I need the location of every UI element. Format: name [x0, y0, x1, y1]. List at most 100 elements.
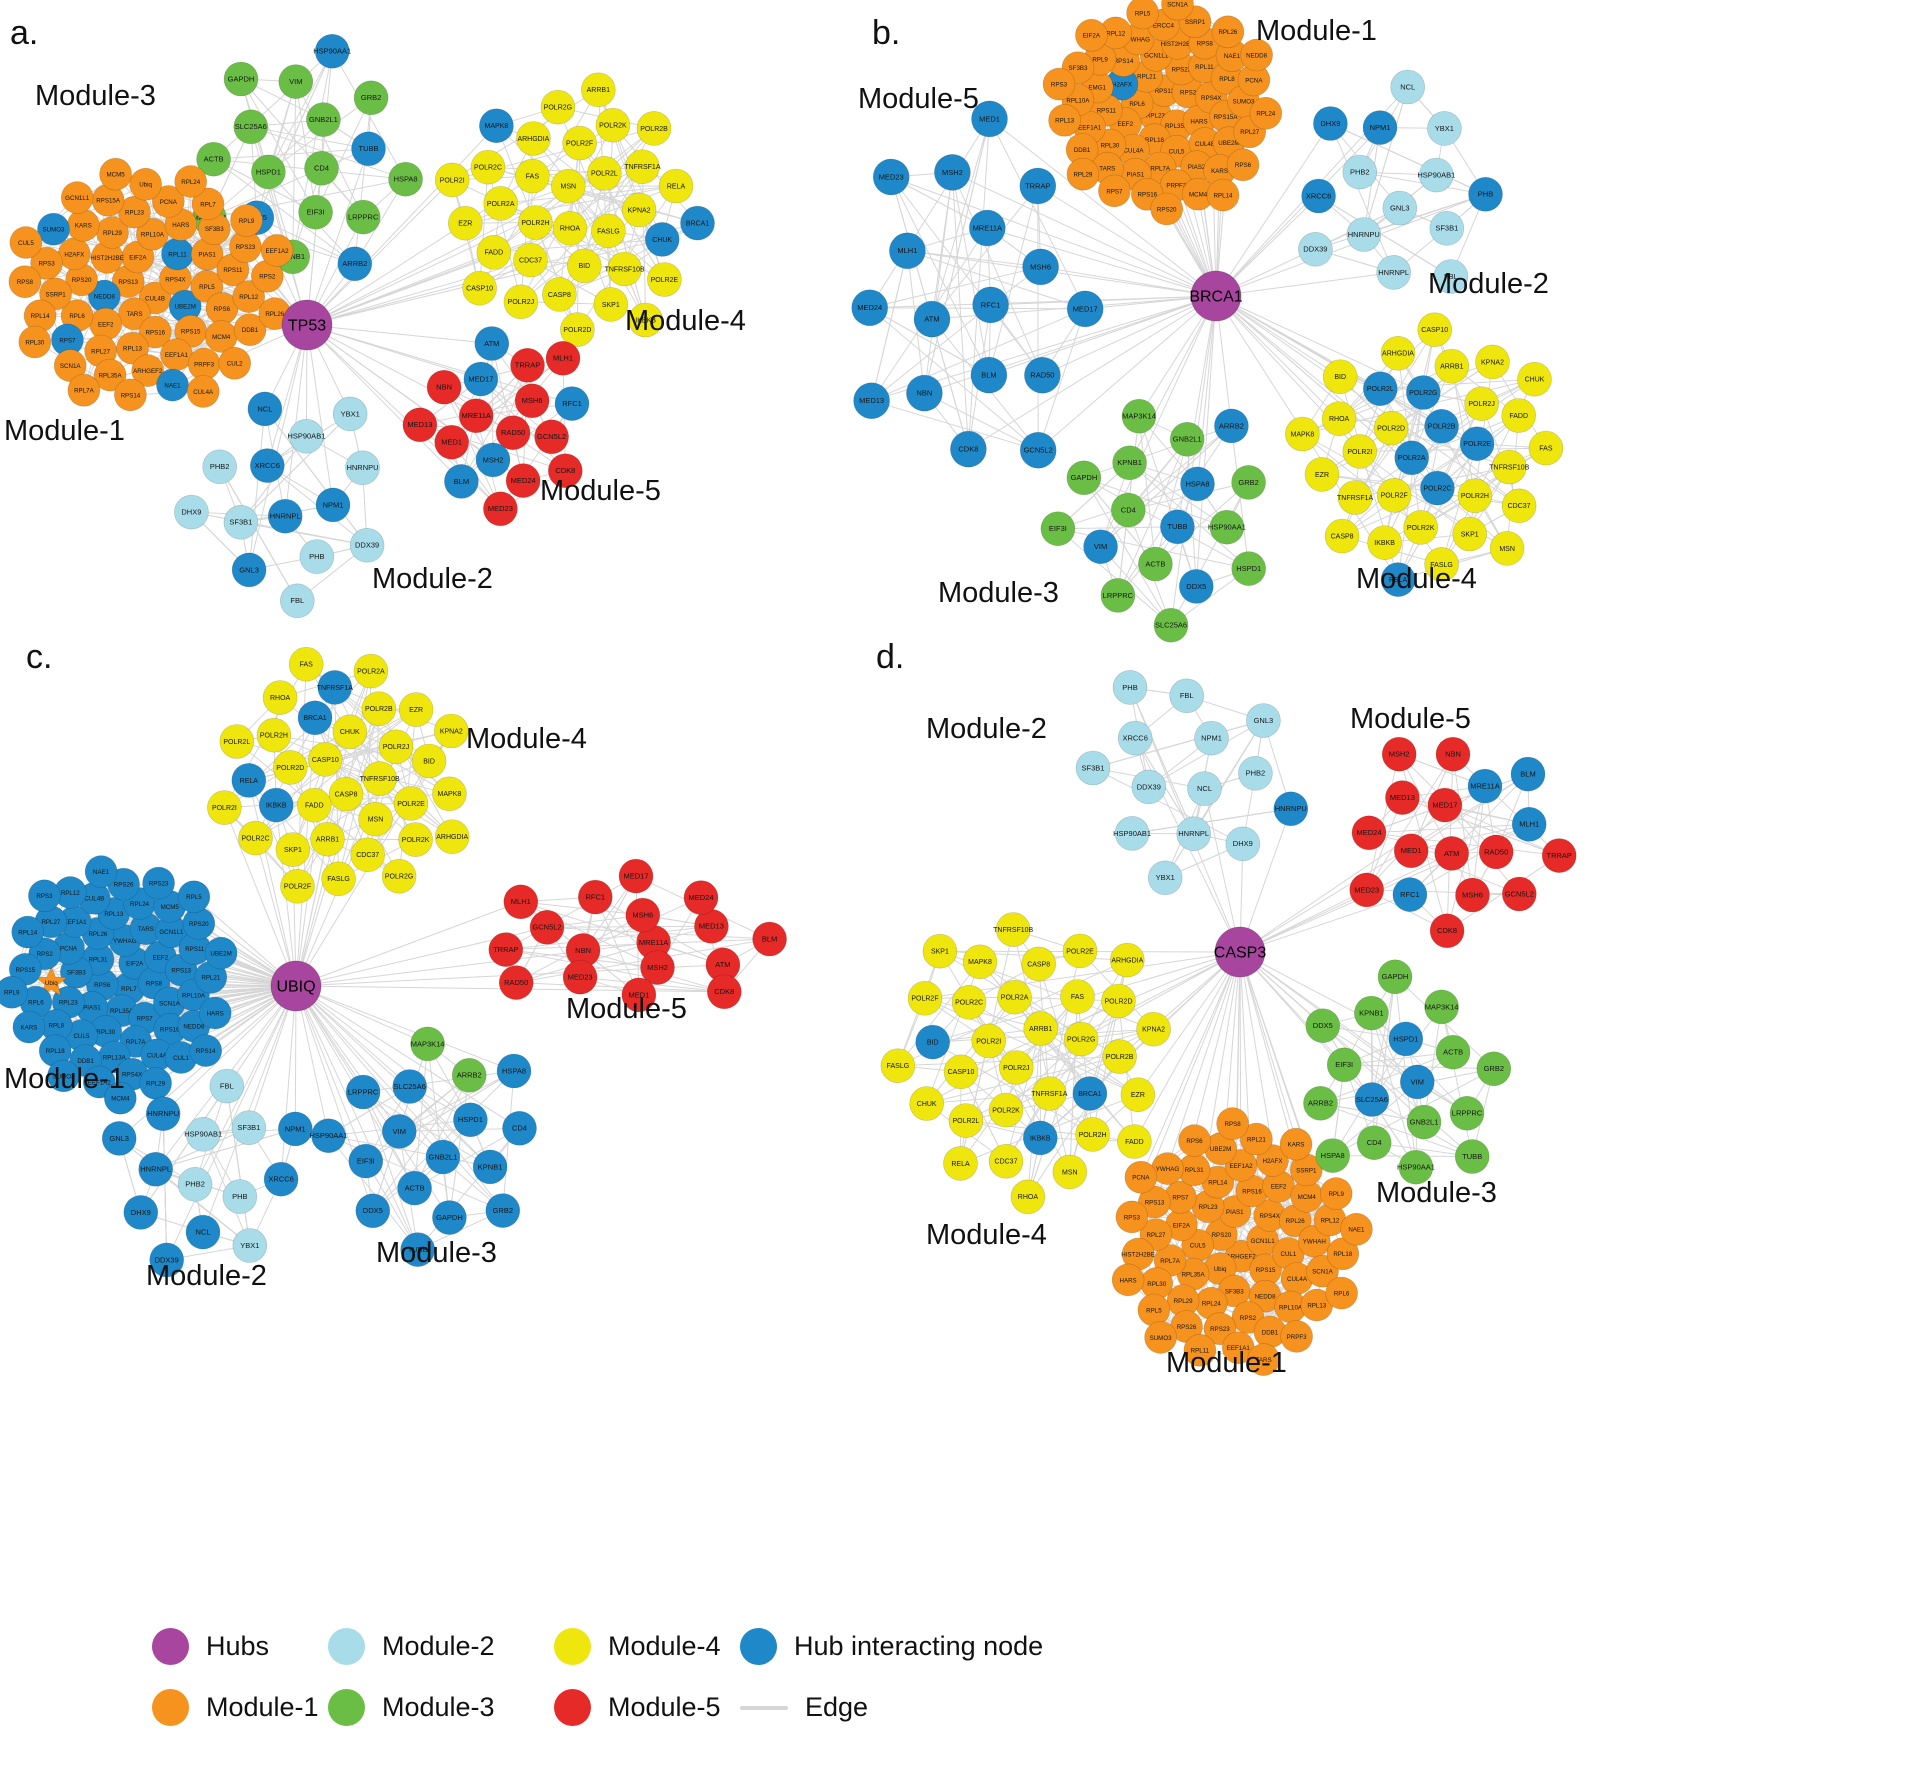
node-label: RPL21: [1247, 1137, 1266, 1144]
node-label: CUL4B: [145, 295, 165, 302]
edge: [213, 158, 356, 265]
node-RPL7: [191, 187, 225, 221]
node-label: RPS4X: [122, 1072, 142, 1079]
node-KPNA2: [621, 192, 657, 228]
nodes-layer: CD4HSPD1GNB2L1EIF3ISLC25A6TUBBDDX5VIMLRP…: [8, 33, 715, 619]
legend: Hubs Module-2 Module-4 Hub interacting n…: [152, 1628, 1160, 1726]
legend-item-module-5: Module-5: [554, 1689, 740, 1726]
edge: [1100, 546, 1172, 626]
node-label: VIM: [393, 1127, 406, 1136]
node-GCN5L2: [534, 419, 569, 455]
edge: [443, 386, 501, 510]
hub-edge: [306, 324, 462, 482]
node-MAPK8: [479, 108, 514, 143]
node-label: POLR2J: [1003, 1065, 1029, 1072]
node-label: EEF1A2: [1229, 1163, 1253, 1170]
node-label: SUMO3: [1150, 1335, 1173, 1342]
edge: [256, 51, 333, 218]
node-label: CASP10: [312, 757, 339, 764]
node-label: GNL3: [1390, 203, 1410, 212]
node-RPL35A: [93, 358, 127, 392]
node-label: KPNB1: [1117, 458, 1142, 467]
hub-label-BRCA1: BRCA1: [1189, 289, 1242, 306]
node-label: ARRB2: [342, 259, 367, 268]
module-label-module-3: Module-3: [1376, 1177, 1497, 1209]
node-GAPDH: [223, 61, 259, 97]
node-TRRAP: [1019, 167, 1057, 205]
node-label: CUL5: [74, 1033, 90, 1040]
node-label: RPL7A: [126, 1039, 146, 1046]
node-label: RPL9: [239, 218, 255, 225]
node-label: EZR: [458, 221, 472, 228]
edge: [1186, 439, 1197, 587]
node-label: RPL13: [123, 346, 142, 353]
node-label: POLR2B: [640, 126, 668, 133]
node-label: POLR2I: [976, 1038, 1001, 1045]
node-label: H2AFX: [64, 251, 84, 258]
node-label: TNFRSF10B: [993, 927, 1033, 934]
node-label: BID: [578, 263, 590, 270]
node-label: YWHAG: [1156, 1166, 1180, 1173]
hub-edge: [280, 985, 297, 1180]
module-label-module-5: Module-5: [566, 993, 687, 1025]
node-HSP90AB1: [289, 418, 324, 454]
node-RPS16: [139, 315, 172, 349]
node-label: CASP10: [948, 1069, 975, 1076]
node-label: RAD50: [504, 978, 528, 987]
node-label: RPS8: [1197, 41, 1214, 48]
node-label: POLR2D: [1377, 426, 1405, 433]
node-label: HSPA8: [502, 1066, 526, 1075]
edge: [869, 307, 990, 376]
node-label: RPS8: [17, 279, 34, 286]
node-RPL30: [18, 325, 52, 359]
node-label: POLR2K: [599, 123, 627, 130]
node-label: POLR2A: [1398, 455, 1426, 462]
node-label: RPL14: [18, 930, 37, 937]
node-label: SF3B3: [205, 226, 224, 233]
module2-legend-swatch: [328, 1628, 365, 1665]
hub-edge: [248, 324, 308, 571]
edge: [491, 343, 524, 481]
node-label: GNB2L1: [429, 1152, 458, 1161]
node-label: MRE11A: [973, 223, 1002, 232]
edge: [1127, 425, 1232, 511]
node-label: MSH6: [1030, 262, 1051, 271]
node-label: CDC37: [1508, 503, 1531, 510]
node-label: RFC1: [562, 399, 582, 408]
module4-legend-swatch: [554, 1628, 591, 1665]
node-label: RPS20: [72, 277, 92, 284]
node-label: HARS: [1190, 119, 1207, 126]
node-label: GCN5L2: [1505, 889, 1534, 898]
node-label: RPS6: [214, 306, 231, 313]
node-label: PIAS2: [1188, 164, 1206, 171]
node-label: RPS3: [1051, 82, 1068, 89]
panel-a: CD4HSPD1GNB2L1EIF3ISLC25A6TUBBDDX5VIMLRP…: [4, 14, 746, 619]
node-label: MCM4: [111, 1096, 130, 1103]
node-label: DDB1: [1074, 147, 1091, 154]
node-MLH1: [545, 340, 581, 376]
node-label: MED13: [407, 420, 432, 429]
node-label: CUL1: [1280, 1251, 1296, 1258]
node-DHX9: [174, 494, 209, 530]
node-MRE11A: [968, 209, 1006, 247]
node-CDC37: [513, 242, 548, 278]
edge: [890, 176, 990, 376]
node-label: CUL4A: [1287, 1276, 1308, 1283]
node-label: MLH1: [1519, 820, 1539, 829]
panel-letter-a: a.: [10, 14, 38, 52]
nodes-layer: RFC1ATMMRE11ABLMMLH1MSH6NBNMSH2RAD50MED2…: [851, 0, 1564, 643]
hub-edge: [284, 324, 308, 517]
node-label: RPL23: [1146, 112, 1165, 119]
node-label: PRPF3: [1287, 1334, 1308, 1341]
node-label: Ubiq: [139, 182, 152, 189]
node-label: MED24: [857, 303, 882, 312]
node-label: RPL13: [104, 911, 123, 918]
node-label: CUL2: [227, 361, 243, 368]
node-RELA: [658, 168, 694, 204]
node-label: POLR2B: [1106, 1054, 1134, 1061]
node-label: TNFRSF10B: [605, 266, 645, 273]
node-Ubiq: [129, 168, 162, 201]
node-label: RPS4X: [165, 276, 185, 283]
node-label: CHUK: [340, 729, 360, 736]
module1-legend-swatch: [152, 1689, 189, 1726]
